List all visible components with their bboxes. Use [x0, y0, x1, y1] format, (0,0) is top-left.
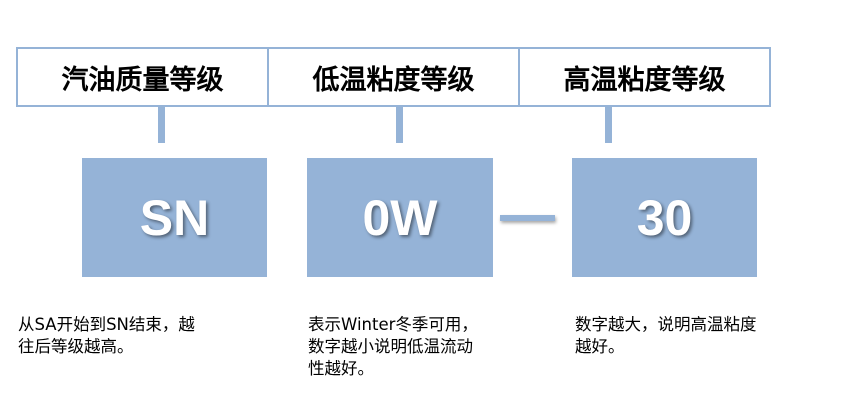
description-quality: 从SA开始到SN结束，越 往后等级越高。 — [18, 315, 195, 356]
header-gasoline-quality-grade: 汽油质量等级 — [61, 64, 224, 96]
header-low-temp-viscosity-grade: 低温粘度等级 — [267, 49, 518, 105]
header-high-temp-viscosity-grade: 高温粘度等级 — [518, 49, 769, 105]
code-box-quality: SN — [82, 158, 267, 277]
connector-line — [605, 105, 612, 143]
connector-line — [158, 105, 165, 143]
connector-line — [396, 105, 403, 143]
separator-dash — [500, 215, 555, 221]
description-high-temp: 数字越大，说明高温粘度 越好。 — [575, 315, 757, 356]
description-low-temp: 表示Winter冬季可用， 数字越小说明低温流动 性越好。 — [308, 315, 478, 378]
category-header-row: 汽油质量等级 低温粘度等级 高温粘度等级 — [16, 47, 771, 107]
code-box-low-temp: 0W — [307, 158, 493, 277]
code-box-high-temp: 30 — [572, 158, 757, 277]
